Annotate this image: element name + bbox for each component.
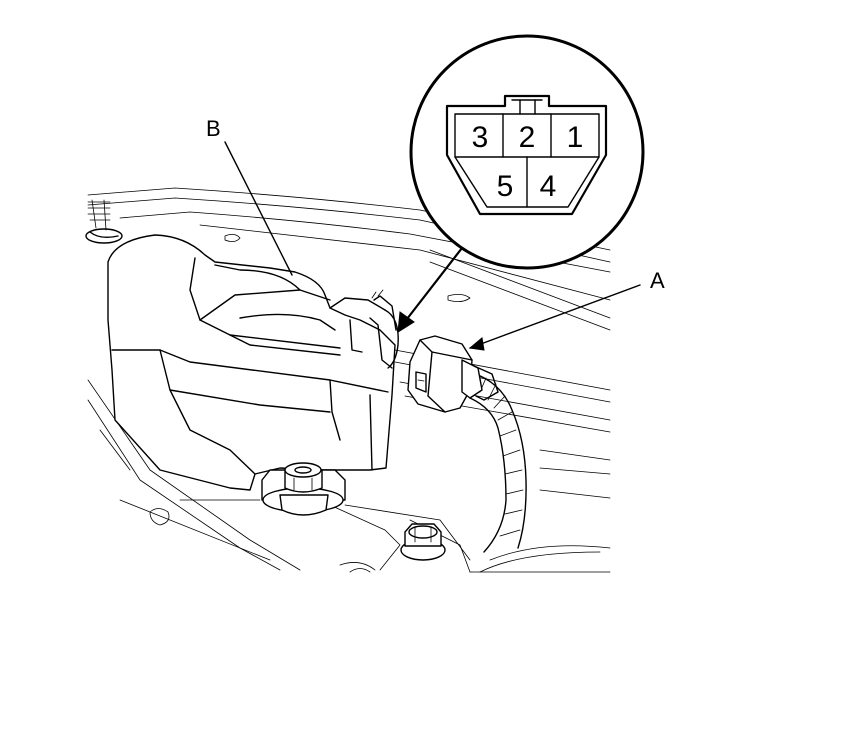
- callout-a-label: A: [650, 268, 665, 293]
- wire-harness: [469, 374, 527, 553]
- pin-5-label: 5: [497, 170, 514, 203]
- upper-bolt: [85, 199, 123, 244]
- mount-bolt-lower: [400, 523, 446, 561]
- pin-4-label: 4: [540, 170, 557, 203]
- pin-3-label: 3: [472, 121, 489, 154]
- pin-2-label: 2: [519, 121, 536, 154]
- mount-bolt-center: [261, 462, 346, 516]
- leader-lines: [224, 141, 641, 351]
- cover-b: [107, 234, 399, 491]
- connector-detail-view: [409, 34, 645, 270]
- callout-b-label: B: [206, 116, 221, 141]
- connector-a: [407, 335, 499, 413]
- pin-1-label: 1: [567, 121, 584, 154]
- magnify-arrow: [397, 246, 464, 333]
